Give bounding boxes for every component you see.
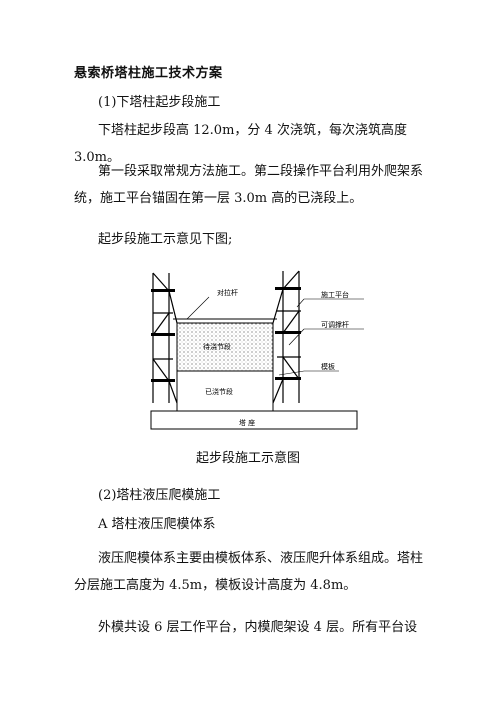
label-pour-segment: 待浇节段 bbox=[203, 342, 231, 351]
paragraph-figure-ref: 起步段施工示意见下图; bbox=[98, 232, 233, 247]
leader-lines bbox=[186, 296, 364, 376]
paragraph-method: 第一段采取常规方法施工。第二段操作平台利用外爬架系统，施工平台锚固在第一层 3.… bbox=[74, 164, 424, 206]
label-tower-base: 塔 座 bbox=[239, 418, 255, 427]
paragraph-formwork-system: 液压爬模体系主要由模板体系、液压爬升体系组成。塔柱分层施工高度为 4.5m，模板… bbox=[74, 551, 424, 593]
label-formwork: 模板 bbox=[321, 362, 335, 371]
figure-caption: 起步段施工示意图 bbox=[195, 451, 300, 466]
left-climbing-frame bbox=[152, 272, 178, 404]
label-tie-rod: 对拉杆 bbox=[217, 288, 238, 297]
label-adjustable-brace: 可调撑杆 bbox=[321, 320, 349, 329]
label-work-platform: 施工平台 bbox=[321, 290, 349, 299]
right-platform-boards bbox=[275, 287, 301, 380]
section-heading-2: (2)塔柱液压爬模施工 bbox=[98, 488, 221, 503]
construction-diagram: 塔 座 已浇节段 待浇节段 bbox=[150, 270, 364, 430]
poured-segment bbox=[176, 370, 274, 412]
subsection-heading-a: A 塔柱液压爬模体系 bbox=[98, 517, 216, 532]
paragraph-platforms: 外模共设 6 层工作平台，内模爬架设 4 层。所有平台设 bbox=[98, 620, 418, 635]
pour-segment bbox=[176, 322, 274, 372]
paragraph-start-segment: 下塔柱起步段高 12.0m，分 4 次浇筑，每次浇筑高度 3.0m。 bbox=[74, 123, 407, 165]
document-title: 悬索桥塔柱施工技术方案 bbox=[74, 66, 223, 81]
left-platform-boards bbox=[151, 289, 175, 382]
section-heading-1: (1)下塔柱起步段施工 bbox=[98, 95, 221, 110]
label-poured-segment: 已浇节段 bbox=[205, 387, 233, 396]
